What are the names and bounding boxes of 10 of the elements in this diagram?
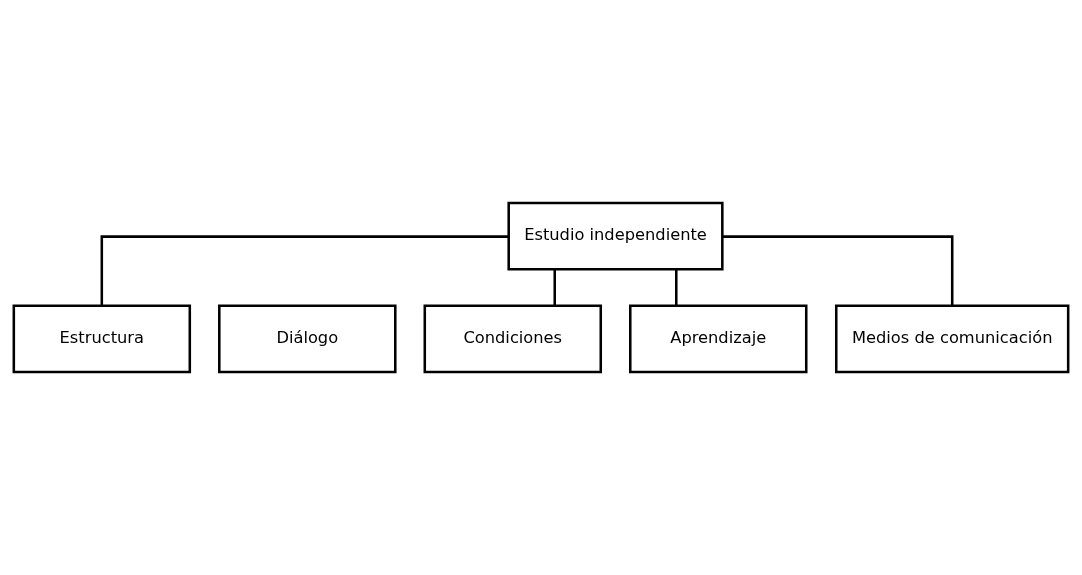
node-box: Estudio independiente <box>507 201 724 271</box>
node-box: Estructura <box>12 304 192 374</box>
connector <box>675 269 678 306</box>
connector <box>100 235 509 306</box>
node-box: Medios de comunicación <box>835 304 1070 374</box>
node-box: Diálogo <box>218 304 397 374</box>
node-box: Aprendizaje <box>629 304 808 374</box>
connector <box>553 269 556 306</box>
connector <box>722 235 954 306</box>
node-box: Condiciones <box>423 304 603 374</box>
